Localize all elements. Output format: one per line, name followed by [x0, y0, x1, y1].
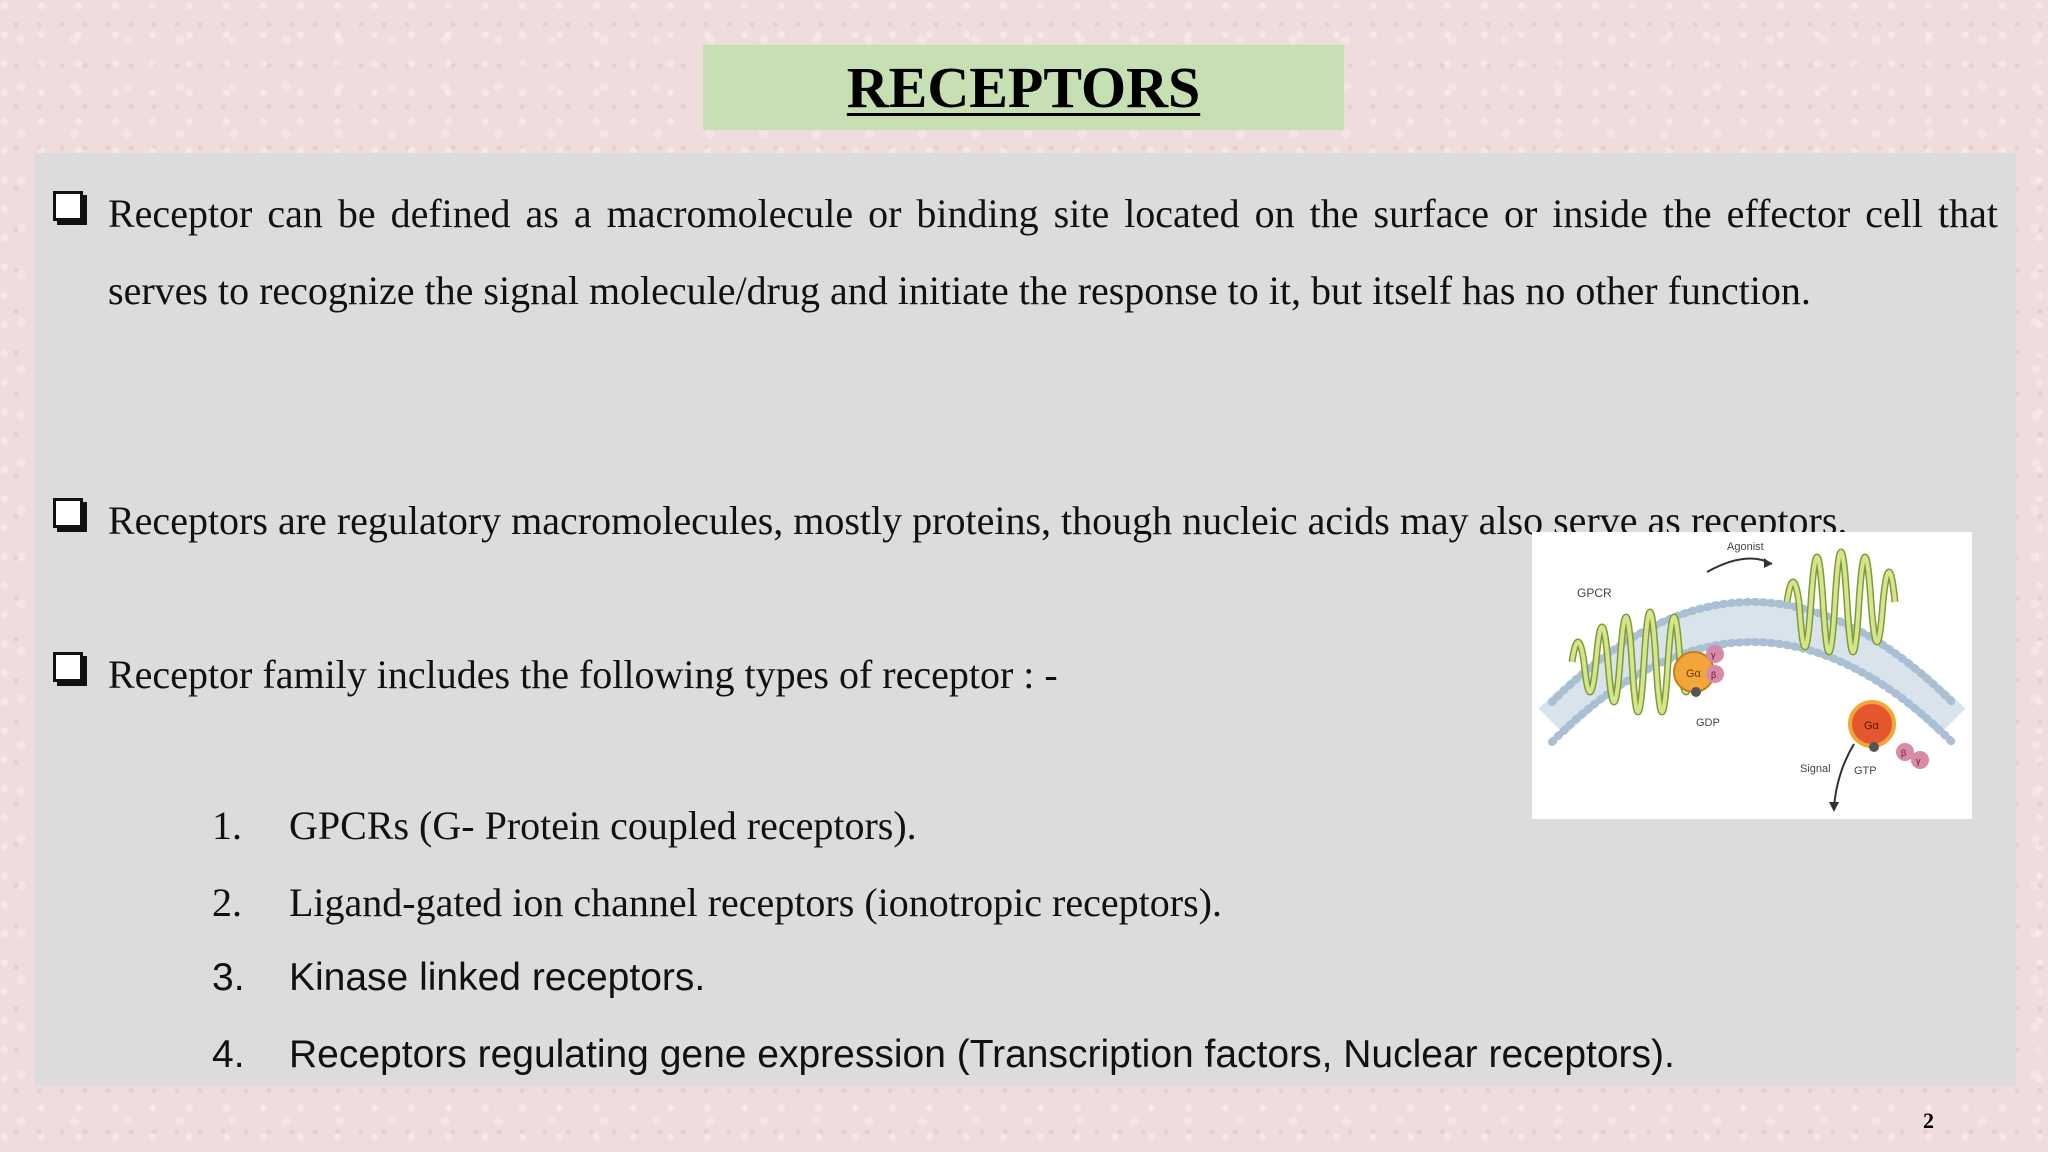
list-number: 2.: [212, 880, 242, 925]
gdp-label: GDP: [1696, 717, 1720, 729]
svg-text:β: β: [1901, 748, 1906, 758]
bullet-text: Receptor family includes the following t…: [108, 652, 1058, 697]
svg-text:β: β: [1711, 670, 1716, 680]
title-box: RECEPTORS: [703, 45, 1344, 130]
signal-label: Signal: [1800, 763, 1831, 775]
list-number: 4.: [212, 1033, 245, 1076]
agonist-arrow: [1706, 557, 1773, 573]
svg-text:Gα: Gα: [1686, 668, 1702, 680]
list-number: 1.: [212, 803, 242, 848]
checkbox-bullet-icon: [53, 652, 83, 682]
gamma-subunit: [1911, 751, 1929, 769]
gpcr-label: GPCR: [1577, 586, 1612, 600]
list-text: Receptors regulating gene expression (Tr…: [289, 1033, 1675, 1076]
checkbox-bullet-icon: [53, 191, 83, 221]
gtp-label: GTP: [1854, 765, 1877, 777]
list-number: 3.: [212, 956, 245, 999]
checkbox-bullet-icon: [53, 498, 83, 528]
list-text: Ligand-gated ion channel receptors (iono…: [289, 880, 1222, 925]
signal-arrow: [1833, 743, 1855, 808]
slide-title: RECEPTORS: [846, 55, 1201, 120]
svg-text:γ: γ: [1916, 756, 1921, 766]
beta-subunit: [1896, 743, 1914, 761]
page-number: 2: [1923, 1108, 1934, 1133]
svg-text:γ: γ: [1711, 650, 1716, 660]
svg-text:Gα: Gα: [1864, 720, 1880, 732]
gamma-subunit: [1706, 645, 1724, 663]
bullet-text: Receptor can be defined as a macromolecu…: [108, 191, 1998, 313]
agonist-label: Agonist: [1727, 541, 1764, 553]
beta-subunit: [1706, 665, 1724, 683]
list-text: Kinase linked receptors.: [289, 956, 706, 999]
list-text: GPCRs (G- Protein coupled receptors).: [289, 803, 917, 848]
gpcr-diagram-svg: Agonist GPCR Gα γ β GDP Gα β γ Signal GT…: [1538, 541, 1966, 812]
gpcr-diagram: Agonist GPCR Gα γ β GDP Gα β γ Signal GT…: [1532, 532, 1972, 819]
